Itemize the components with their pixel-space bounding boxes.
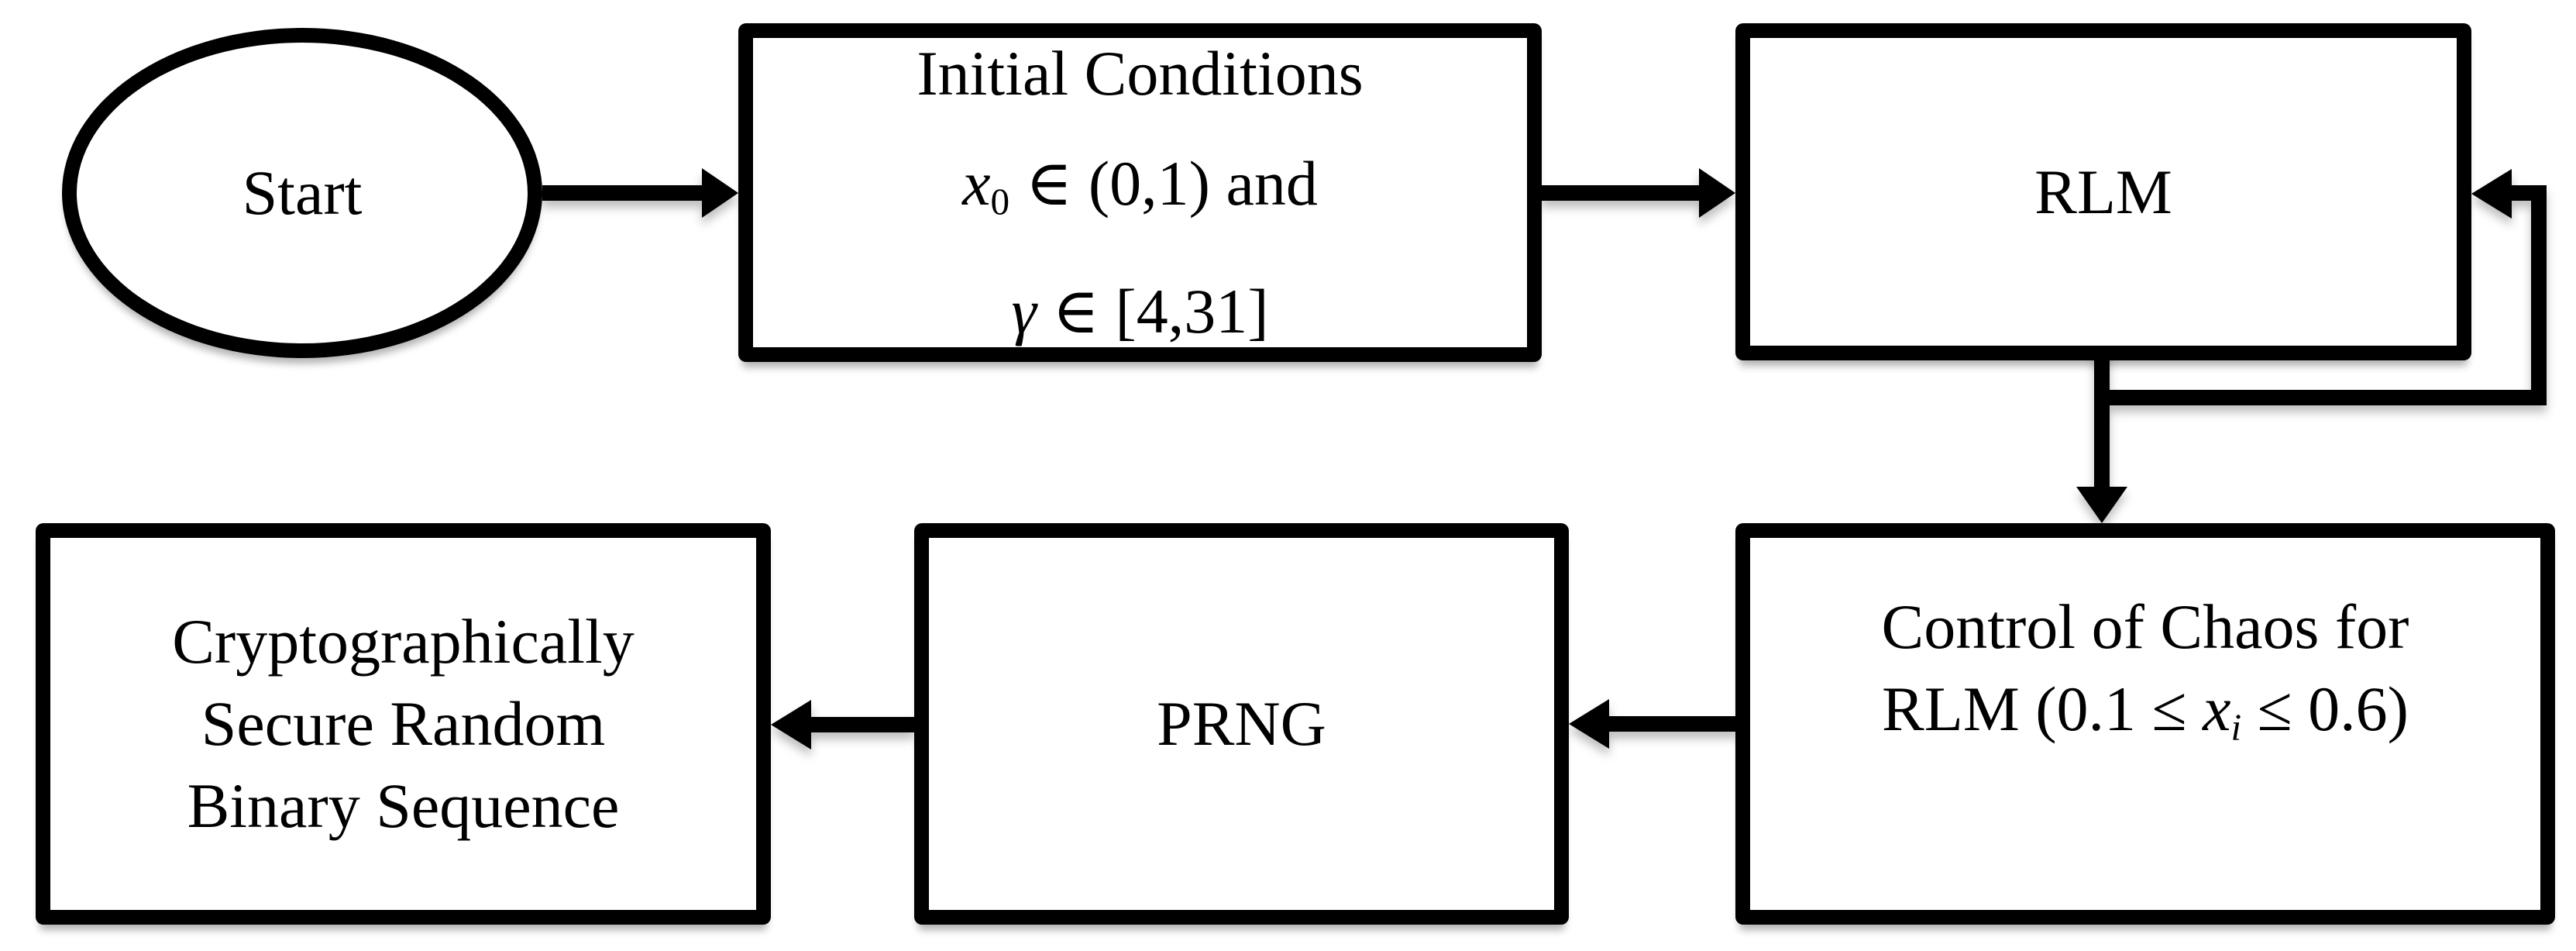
- loop-vertical-from-rlm: [2094, 349, 2110, 487]
- arrow-initial-conditions-to-rlm: [1542, 168, 1735, 218]
- arrowhead-left-icon: [1569, 699, 1609, 749]
- node-output-sequence: Cryptographically Secure Random Binary S…: [36, 523, 771, 925]
- control-range-suffix: ≤ 0.6): [2241, 674, 2409, 745]
- initial-conditions-x0-line: x0 ∈ (0,1) and: [962, 129, 1318, 257]
- gamma-variable: γ: [1011, 276, 1037, 347]
- x0-domain: ∈ (0,1) and: [1009, 147, 1318, 219]
- arrow-start-to-initial-conditions: [542, 168, 738, 218]
- arrow-prng-to-output: [771, 700, 914, 749]
- loop-vertical-return: [2531, 185, 2547, 405]
- gamma-domain: ∈ [4,31]: [1036, 276, 1269, 347]
- arrow-shaft: [1609, 716, 1738, 732]
- arrowhead-left-icon: [2471, 169, 2512, 219]
- initial-conditions-title: Initial Conditions: [917, 37, 1364, 109]
- loop-horizontal-stub: [2512, 185, 2547, 201]
- node-rlm: RLM: [1735, 23, 2471, 360]
- output-line1: Cryptographically: [172, 606, 635, 677]
- arrow-shaft: [811, 717, 914, 732]
- arrowhead-right-icon: [702, 168, 738, 218]
- x0-variable: x: [962, 147, 991, 219]
- output-line2: Secure Random: [201, 688, 606, 759]
- node-prng: PRNG: [914, 523, 1569, 925]
- arrow-rlm-feedback-loop-and-drop: [2076, 168, 2549, 523]
- node-control-of-chaos: Control of Chaos for RLM (0.1 ≤ xi ≤ 0.6…: [1735, 523, 2555, 925]
- arrowhead-left-icon: [771, 700, 811, 749]
- prng-label: PRNG: [1157, 688, 1326, 759]
- initial-conditions-gamma-line: γ ∈ [4,31]: [1011, 257, 1268, 367]
- arrowhead-down-icon: [2076, 487, 2127, 523]
- loop-horizontal-branch: [2094, 390, 2547, 405]
- xi-variable: x: [2203, 674, 2231, 745]
- rlm-label: RLM: [2034, 156, 2172, 227]
- arrow-shaft: [1542, 185, 1702, 201]
- control-range-prefix: RLM (0.1 ≤: [1882, 674, 2203, 745]
- node-initial-conditions: Initial Conditions x0 ∈ (0,1) and γ ∈ [4…: [738, 23, 1542, 362]
- output-line3: Binary Sequence: [187, 770, 620, 841]
- start-label: Start: [242, 157, 363, 228]
- xi-subscript: i: [2230, 705, 2242, 749]
- x0-subscript: 0: [990, 180, 1010, 223]
- control-of-chaos-line2: RLM (0.1 ≤ xi ≤ 0.6): [1882, 668, 2409, 768]
- control-of-chaos-line1: Control of Chaos for: [1881, 591, 2409, 663]
- arrow-control-of-chaos-to-prng: [1569, 699, 1738, 749]
- node-start: Start: [62, 28, 542, 358]
- arrow-shaft: [542, 185, 705, 201]
- arrowhead-right-icon: [1699, 168, 1735, 218]
